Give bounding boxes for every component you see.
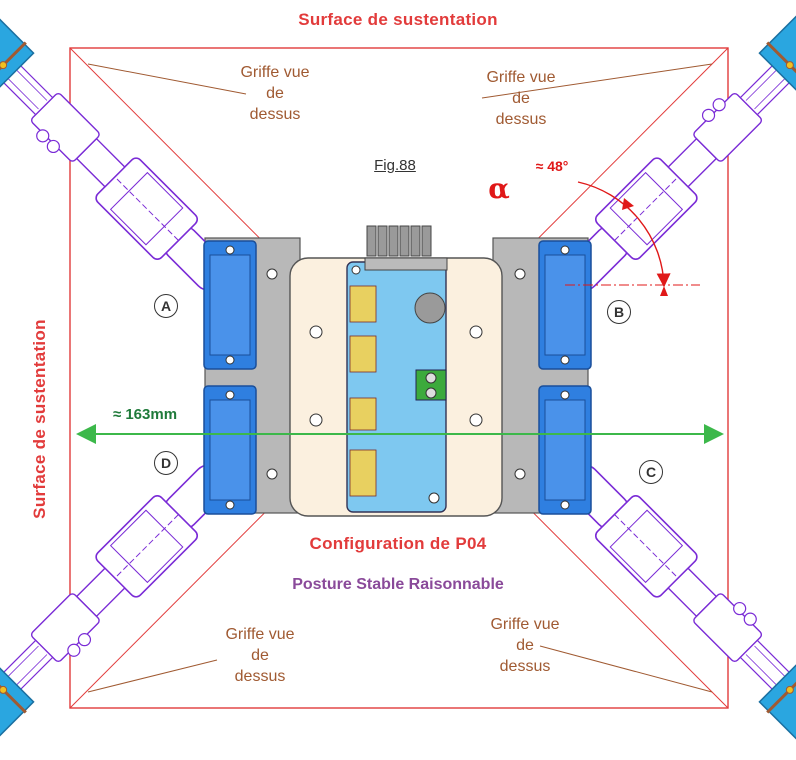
- leg-label-d: D: [154, 451, 178, 475]
- support-surface-title-top: Surface de sustentation: [298, 10, 498, 29]
- control-board: [346, 225, 448, 513]
- leader-lines: [87, 63, 713, 693]
- configuration-label: Configuration de P04: [309, 534, 487, 553]
- claw-label-bottom-right: Griffe vue de dessus: [490, 616, 560, 675]
- claw-label-bottom-left: Griffe vue de dessus: [225, 626, 295, 685]
- angle-value: ≈ 48°: [535, 158, 569, 174]
- angle-symbol: α: [488, 172, 510, 205]
- leg-label-b: B: [607, 300, 631, 324]
- angle-indicator: [565, 181, 700, 296]
- claw-label-top-right: Griffe vue de dessus: [486, 69, 556, 128]
- leg-label-c: C: [639, 460, 663, 484]
- posture-label: Posture Stable Raisonnable: [292, 576, 504, 593]
- claw-label-top-left: Griffe vue de dessus: [240, 64, 310, 123]
- width-label: ≈ 163mm: [112, 406, 178, 423]
- leg-label-a: A: [154, 294, 178, 318]
- figure-label: Fig.88: [374, 157, 416, 174]
- support-surface-title-left: Surface de sustentation: [30, 319, 49, 519]
